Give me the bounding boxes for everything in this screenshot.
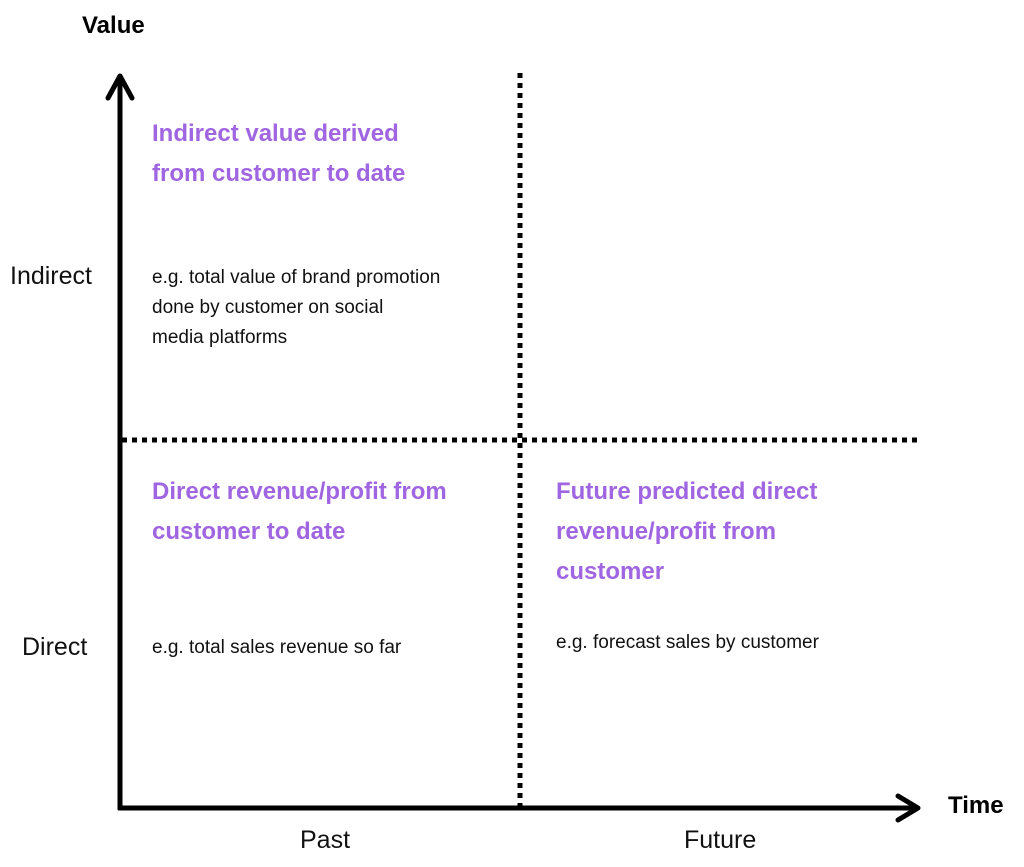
- title-line: customer to date: [152, 518, 346, 545]
- example-line: done by customer on social: [152, 297, 384, 318]
- quadrant-direct-past-example: e.g. total sales revenue so far: [152, 633, 401, 663]
- title-line: Indirect value derived: [152, 120, 399, 147]
- example-line: e.g. total value of brand promotion: [152, 267, 441, 288]
- arrow-right-icon: [895, 793, 921, 823]
- quadrant-direct-future-example: e.g. forecast sales by customer: [556, 628, 819, 658]
- title-line: Future predicted direct: [556, 478, 818, 505]
- quadrant-indirect-past-title: Indirect value derived from customer to …: [152, 114, 405, 194]
- quadrant-direct-past-title: Direct revenue/profit from customer to d…: [152, 472, 447, 552]
- x-label-past: Past: [300, 826, 351, 854]
- y-axis-title: Value: [82, 12, 145, 39]
- title-line: Direct revenue/profit from: [152, 478, 447, 505]
- y-label-indirect: Indirect: [10, 262, 92, 290]
- example-line: media platforms: [152, 327, 288, 348]
- y-label-direct: Direct: [22, 633, 88, 661]
- arrow-up-icon: [105, 73, 135, 101]
- example-line: e.g. total sales revenue so far: [152, 637, 402, 658]
- title-line: from customer to date: [152, 160, 406, 187]
- title-line: customer: [556, 558, 665, 585]
- title-line: revenue/profit from: [556, 518, 777, 545]
- x-label-future: Future: [684, 826, 757, 854]
- example-line: e.g. forecast sales by customer: [556, 632, 819, 653]
- quadrant-indirect-past-example: e.g. total value of brand promotion done…: [152, 263, 440, 353]
- quadrant-direct-future-title: Future predicted direct revenue/profit f…: [556, 472, 817, 592]
- x-axis-title: Time: [948, 792, 1004, 819]
